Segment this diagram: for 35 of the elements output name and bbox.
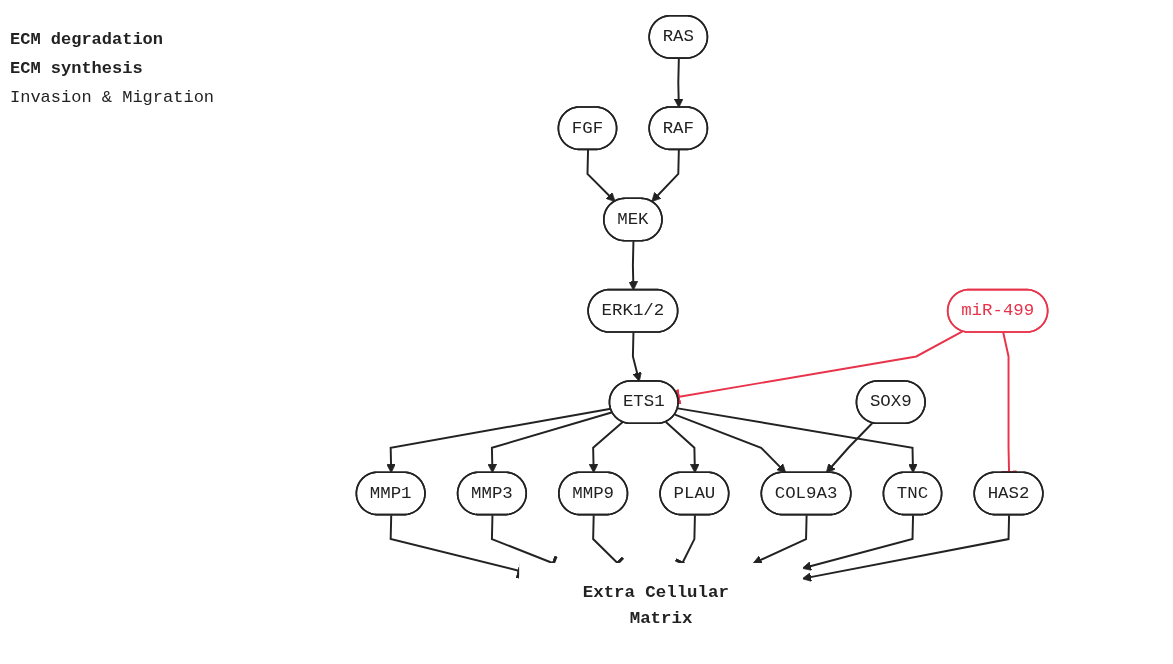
gene-node: RAS (647, 14, 708, 59)
gene-node: FGF (557, 106, 617, 151)
arrow (664, 421, 699, 474)
arrow (825, 422, 873, 474)
arrow (586, 148, 616, 203)
arrow (801, 514, 1010, 582)
arrow (752, 514, 808, 565)
section-heading: ECM synthesis (10, 59, 144, 78)
gene-node: HAS2 (972, 471, 1044, 516)
gene-node: miR-499 (946, 288, 1048, 333)
gene-node: COL9A3 (760, 471, 852, 516)
gene-node: TNC (882, 471, 942, 516)
gene-node: MMP1 (355, 471, 426, 516)
arrow (673, 413, 786, 474)
arrow (588, 421, 624, 474)
arrow (676, 407, 918, 474)
arrow (385, 407, 612, 474)
section-heading: ECM degradation (10, 30, 165, 49)
inhibition-line (675, 330, 963, 405)
arrow (801, 514, 914, 571)
gene-node: PLAU (658, 471, 729, 516)
note-text: Invasion & Migration (10, 88, 216, 107)
gene-node: MMP9 (557, 471, 628, 516)
gene-node: MEK (602, 197, 663, 242)
arrow (650, 148, 680, 203)
gene-node: MMP3 (456, 471, 527, 516)
arrow (631, 331, 642, 382)
gene-node: ERK1/2 (586, 288, 678, 333)
gene-node: ETS1 (608, 380, 679, 425)
arrow (673, 57, 683, 108)
gene-node: RAF (647, 106, 708, 151)
inhibition-line (1000, 331, 1017, 474)
arrow (627, 240, 638, 291)
arrow (487, 411, 613, 474)
gene-node: SOX9 (855, 380, 926, 425)
